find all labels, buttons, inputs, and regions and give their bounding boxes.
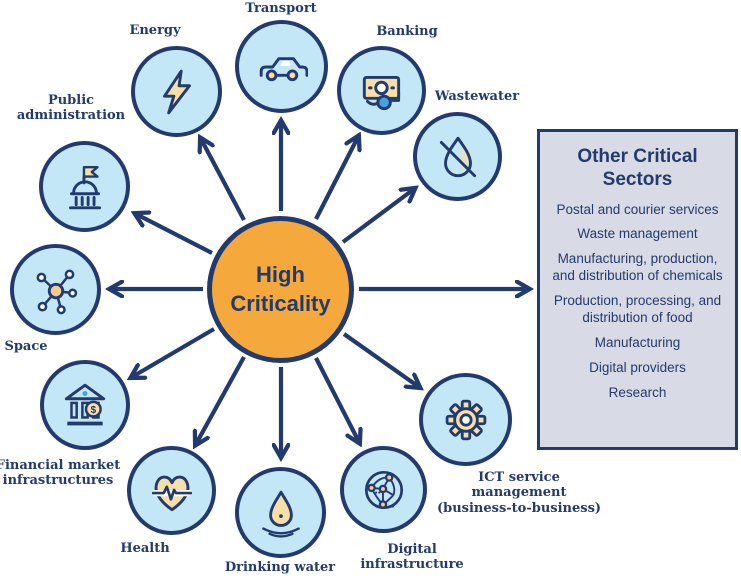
arrow-to-health (196, 355, 246, 444)
arrow-to-banking (314, 137, 358, 220)
heart-pulse-icon (151, 475, 192, 511)
arrow-to-public-administration (136, 214, 213, 255)
government-building-icon (68, 165, 101, 209)
other-critical-sectors-title: Other Critical Sectors (577, 146, 698, 190)
other-sector-item: Postal and courier services (556, 201, 719, 217)
high-criticality-hub: High Criticality (207, 216, 354, 363)
sector-label-drinking-water: Drinking water (224, 560, 336, 575)
gear-icon (445, 399, 486, 440)
sector-node-energy (131, 46, 222, 137)
sector-label-transport: Transport (245, 1, 317, 16)
other-critical-sectors-box: Other Critical Sectors Postal and courie… (537, 129, 738, 450)
water-drop-icon (261, 490, 300, 538)
other-sector-item: Research (608, 384, 667, 400)
arrow-to-energy (201, 139, 246, 221)
sector-node-transport (235, 20, 328, 113)
arrow-to-financial-market (132, 327, 216, 377)
sector-label-space: Space (4, 339, 48, 354)
sector-label-digital-infrastructure: Digital infrastructure (360, 542, 464, 573)
bank-icon: $ (64, 383, 106, 426)
arrow-to-ict (342, 332, 419, 387)
sector-label-wastewater: Wastewater (434, 89, 520, 104)
other-sector-item: Waste management (577, 226, 698, 242)
sector-label-ict: ICT service management (business-to-busi… (436, 470, 602, 516)
sector-node-financial-market: $ (40, 360, 130, 450)
other-sector-item: Manufacturing (594, 334, 681, 350)
sector-node-wastewater (413, 112, 502, 201)
sector-node-drinking-water (235, 467, 326, 558)
high-criticality-label: High Criticality (230, 261, 331, 316)
satellite-network-icon (36, 269, 77, 314)
network-globe-icon (364, 470, 403, 509)
svg-text:$: $ (91, 405, 97, 416)
sector-node-digital-infrastructure (340, 446, 427, 533)
sector-node-banking (337, 46, 426, 135)
lightning-icon (162, 69, 191, 114)
other-sector-item: Production, processing, and distribution… (553, 293, 722, 325)
sector-node-space (10, 244, 101, 335)
no-water-drop-icon (439, 136, 476, 177)
sector-node-health (127, 446, 216, 535)
sector-node-public-administration (39, 141, 130, 232)
sector-label-energy: Energy (129, 23, 181, 38)
sector-node-ict (419, 373, 512, 466)
other-sector-item: Digital providers (589, 359, 686, 375)
other-sector-item: Manufacturing, production, and distribut… (552, 251, 723, 284)
banknote-icon (362, 75, 400, 110)
sector-label-financial-market: Financial market infrastructures (0, 458, 121, 489)
arrow-to-wastewater (341, 189, 414, 244)
arrow-to-digital-infrastructure (314, 357, 359, 442)
car-icon (259, 56, 308, 81)
sector-label-health: Health (120, 541, 170, 556)
sector-label-public-administration: Public administration (16, 93, 126, 124)
sector-label-banking: Banking (376, 24, 438, 39)
